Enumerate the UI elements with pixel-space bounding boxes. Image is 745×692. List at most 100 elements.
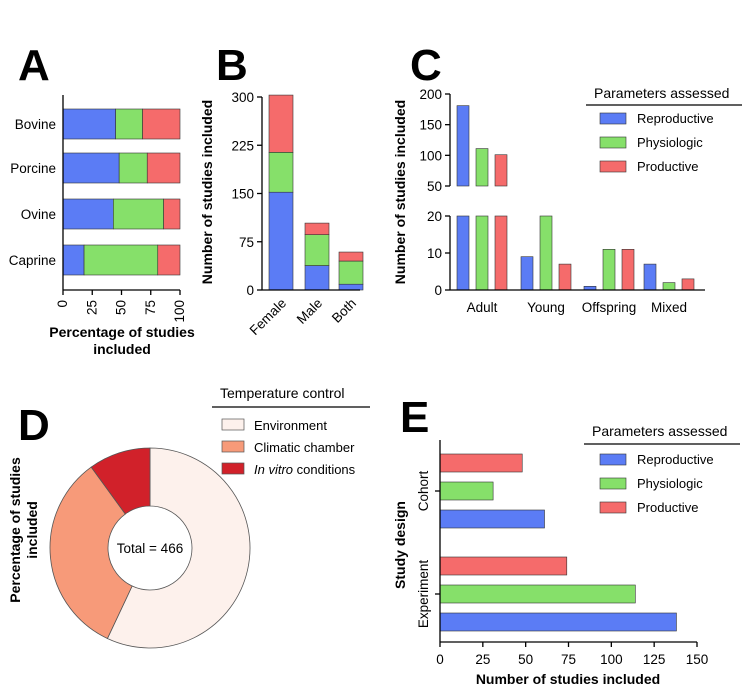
y-tick-label: 200 [419, 87, 442, 102]
bar-experiment-productive [439, 556, 568, 576]
bar-female-productive [268, 94, 294, 153]
bar-bovine-productive [142, 108, 181, 140]
legend-label: Environment [254, 418, 327, 433]
bar-adult-productive-upper [494, 154, 508, 187]
bar-porcine-physiologic [118, 152, 148, 184]
bar-cohort-productive [439, 453, 523, 473]
x-tick-label: 25 [84, 300, 99, 315]
legend-label: Climatic chamber [254, 440, 355, 455]
x-tick-label: 125 [643, 652, 666, 667]
group-label: Experiment [416, 560, 431, 629]
bar-mixed-productive [681, 278, 695, 291]
panel-letter-c: C [410, 41, 442, 90]
bar-ovine-physiologic [113, 198, 164, 230]
y-axis-title: Study design [392, 501, 408, 589]
legend-label: Productive [637, 500, 698, 515]
legend-label: Productive [637, 159, 698, 174]
legend-swatch-climatic [221, 440, 245, 453]
category-label: Male [294, 296, 325, 327]
x-tick-label: 50 [114, 300, 129, 315]
bar-ovine-productive [163, 198, 181, 230]
bar-offspring-productive [621, 249, 635, 291]
bar-mixed-physiologic [662, 282, 676, 291]
bar-both-productive [338, 251, 364, 262]
bar-adult-productive-lower [494, 215, 508, 291]
legend-swatch-reproductive [599, 112, 627, 125]
bar-cohort-reproductive [439, 509, 545, 529]
y-tick-label: 300 [231, 90, 254, 105]
x-tick-label: 75 [143, 300, 158, 315]
slice-invitro [90, 447, 151, 515]
category-label: Porcine [10, 161, 56, 176]
legend-swatch-productive [599, 160, 627, 173]
category-label: Bovine [15, 117, 56, 132]
bar-bovine-reproductive [62, 108, 116, 140]
slice-climatic [49, 466, 133, 640]
x-tick-label: 75 [561, 652, 576, 667]
legend-title: Parameters assessed [592, 423, 727, 439]
y-tick-label: 0 [246, 283, 254, 298]
y-tick-label: 150 [419, 118, 442, 133]
slice-environment [106, 447, 251, 649]
bar-ovine-reproductive [62, 198, 114, 230]
y-tick-label: 100 [419, 148, 442, 163]
legend-swatch-productive [599, 501, 627, 514]
bar-female-reproductive [268, 191, 294, 291]
category-label: Offspring [582, 300, 637, 315]
legend-swatch-environment [221, 418, 245, 431]
x-tick-label: 50 [518, 652, 533, 667]
y-tick-label: 225 [231, 138, 254, 153]
legend-swatch-invitro [221, 462, 245, 475]
y-axis-title: Number of studies included [392, 100, 408, 284]
bar-caprine-physiologic [83, 244, 159, 276]
bar-both-physiologic [338, 260, 364, 285]
y-axis-title: Percentage of studiesincluded [7, 457, 40, 603]
legend-swatch-reproductive [599, 453, 627, 466]
legend-label: Reproductive [637, 452, 714, 467]
panel-letter-e: E [400, 393, 429, 442]
category-label: Female [247, 296, 289, 338]
legend-title: Parameters assessed [594, 85, 729, 101]
panel-letter-d: D [18, 401, 50, 450]
legend-swatch-physiologic [599, 477, 627, 490]
y-tick-label: 50 [427, 179, 442, 194]
x-tick-label: 25 [475, 652, 490, 667]
legend-swatch-physiologic [599, 136, 627, 149]
category-label: Adult [467, 300, 498, 315]
legend-title: Temperature control [220, 385, 345, 401]
category-label: Young [527, 300, 565, 315]
y-axis-title: Number of studies included [199, 100, 215, 284]
bar-bovine-physiologic [115, 108, 143, 140]
bar-male-productive [304, 222, 330, 235]
y-tick-label: 20 [427, 209, 442, 224]
bar-young-productive [558, 263, 572, 291]
bar-cohort-physiologic [439, 481, 494, 501]
y-tick-label: 10 [427, 246, 442, 261]
bar-young-reproductive [520, 256, 534, 291]
legend-label: Physiologic [637, 476, 703, 491]
bar-adult-reproductive-upper [456, 105, 470, 187]
y-tick-label: 0 [434, 283, 442, 298]
x-axis-title: Number of studies included [476, 671, 660, 687]
group-label: Cohort [416, 470, 431, 511]
y-tick-label: 150 [231, 187, 254, 202]
x-tick-label: 0 [55, 300, 70, 308]
category-label: Both [329, 296, 359, 326]
bar-adult-physiologic-upper [475, 148, 489, 187]
x-tick-label: 100 [600, 652, 623, 667]
bar-adult-reproductive-lower [456, 215, 470, 291]
bar-female-physiologic [268, 152, 294, 193]
bar-mixed-reproductive [643, 263, 657, 291]
bar-male-reproductive [304, 265, 330, 291]
bar-adult-physiologic-lower [475, 215, 489, 291]
category-label: Ovine [21, 207, 56, 222]
bar-young-physiologic [539, 215, 553, 291]
legend-label: Physiologic [637, 135, 703, 150]
bar-porcine-reproductive [62, 152, 120, 184]
